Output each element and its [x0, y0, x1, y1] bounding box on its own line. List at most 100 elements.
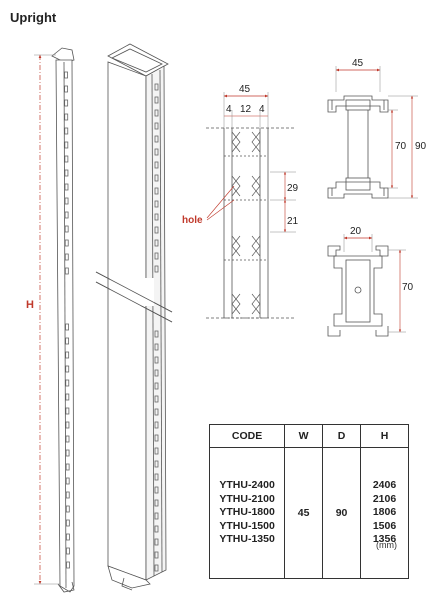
hole-mark: [251, 131, 261, 153]
slot-mark: [65, 449, 70, 457]
slot-mark: [154, 135, 159, 143]
slot-mark: [154, 226, 159, 234]
hole-mark: [251, 293, 261, 315]
slot-mark: [66, 561, 70, 569]
hole-mark: [231, 235, 241, 257]
header-width: W: [284, 424, 324, 448]
hole-mark: [231, 293, 241, 315]
slot-mark: [154, 109, 159, 117]
hole-mark: [231, 131, 241, 153]
break-line: [95, 271, 173, 323]
upright-profile-bottom: 20 70: [327, 226, 414, 337]
profile-lower-height-label: 70: [402, 282, 414, 293]
hole-height-label: 29: [287, 183, 299, 194]
slot-mark: [64, 267, 69, 275]
height-cell: 2406: [372, 479, 397, 492]
header-depth: D: [322, 424, 361, 448]
height-label: H: [26, 299, 34, 311]
slot-mark: [154, 473, 159, 481]
slot-mark: [154, 161, 159, 169]
slot-mark: [154, 213, 159, 221]
slot-mark: [65, 337, 70, 345]
slot-mark: [154, 499, 159, 507]
slot-mark: [65, 379, 70, 387]
depth-cell: 90: [322, 447, 361, 579]
code-cell: YTHU-1500: [219, 519, 275, 532]
slot-mark: [65, 393, 70, 401]
hole-label: hole: [182, 215, 203, 226]
slot-mark: [64, 127, 69, 135]
page-title: Upright: [10, 10, 57, 25]
slot-mark: [64, 211, 69, 219]
slot-mark: [154, 200, 159, 208]
slot-mark: [154, 447, 159, 455]
slot-mark: [64, 197, 69, 205]
hole-mark: [231, 175, 241, 197]
slot-mark: [64, 183, 69, 191]
slot-mark: [154, 187, 159, 195]
slot-mark: [154, 83, 159, 91]
slot-mark: [154, 434, 159, 442]
side-margin-right-label: 4: [259, 104, 265, 115]
code-cell: YTHU-2100: [219, 492, 275, 505]
slot-mark: [154, 421, 159, 429]
slot-mark: [154, 486, 159, 494]
upright-profile-top: 45 70 90: [327, 58, 427, 199]
slot-mark: [64, 85, 69, 93]
slot-mark: [154, 265, 159, 273]
slot-mark: [154, 538, 159, 546]
slot-mark: [154, 148, 159, 156]
header-code: CODE: [208, 424, 286, 448]
hole-mark: [251, 235, 261, 257]
hole-mark: [231, 235, 241, 257]
slot-mark: [154, 382, 159, 390]
slot-mark: [64, 239, 69, 247]
height-dimension: H: [26, 54, 60, 585]
slot-mark: [64, 225, 69, 233]
hole-mark: [251, 175, 261, 197]
slot-mark: [65, 505, 70, 513]
spec-table: CODE W D H YTHU-2400 YTHU-2100 YTHU-1800…: [208, 424, 409, 579]
slot-mark: [154, 395, 159, 403]
slot-mark: [154, 408, 159, 416]
height-cell: 1506: [372, 519, 397, 532]
upright-perspective-view: [107, 43, 169, 591]
height-cell: 2106: [372, 492, 397, 505]
profile-outer-height-label: 90: [415, 141, 427, 152]
slot-mark: [154, 460, 159, 468]
hole-mark: [231, 175, 241, 197]
slot-mark: [64, 169, 69, 177]
slot-mark: [154, 96, 159, 104]
slot-mark: [154, 356, 159, 364]
slot-mark: [154, 525, 159, 533]
hole-mark: [251, 293, 261, 315]
slot-mark: [65, 323, 69, 331]
slot-mark: [154, 122, 159, 130]
slot-mark: [65, 421, 70, 429]
profile-inner-height-label: 70: [395, 141, 407, 152]
slot-mark: [65, 435, 70, 443]
code-cell: YTHU-2400: [219, 479, 275, 492]
upright-side-view: [51, 47, 75, 593]
height-column: 2406 2106 1806 1506 1356: [360, 447, 409, 579]
width-total-label: 45: [239, 84, 251, 95]
hole-mark: [251, 131, 261, 153]
table-header-row: CODE W D H: [208, 424, 409, 448]
slot-mark: [64, 141, 69, 149]
header-height: H: [360, 424, 409, 448]
slot-mark: [154, 252, 159, 260]
profile-top-width-label: 45: [352, 58, 364, 69]
hole-pattern-detail: 45 4 12 4 hole 29 21: [182, 84, 299, 319]
slot-mark: [65, 533, 70, 541]
table-row: YTHU-2400 YTHU-2100 YTHU-1800 YTHU-1500 …: [208, 447, 409, 579]
width-cell: 45: [284, 447, 324, 579]
slot-mark: [64, 71, 68, 79]
slot-mark: [65, 519, 70, 527]
center-gap-label: 12: [240, 104, 252, 115]
slot-mark: [65, 463, 70, 471]
height-cell: 1356: [372, 533, 397, 546]
slot-mark: [66, 547, 70, 555]
slot-mark: [64, 253, 69, 261]
slot-mark: [64, 99, 69, 107]
